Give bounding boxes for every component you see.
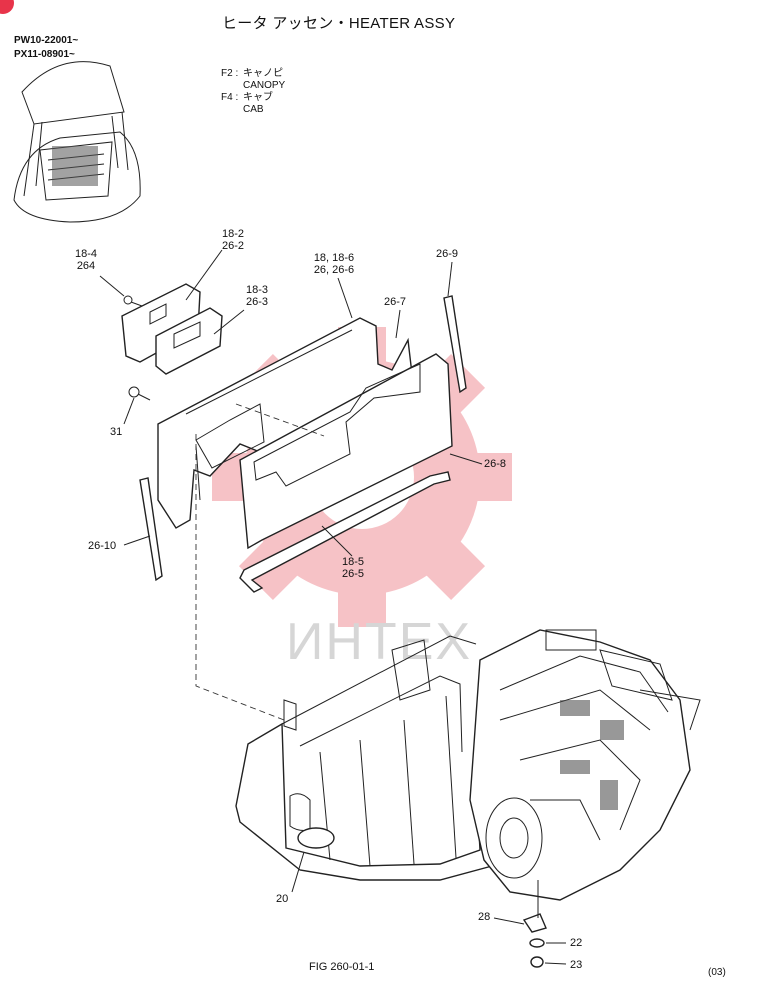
duct-front-26-8 xyxy=(239,353,453,550)
callout-22: 22 xyxy=(570,937,583,949)
corner-badge xyxy=(0,0,14,14)
revision-code: (03) xyxy=(708,967,726,978)
serial-range: PW10-22001~ PX11-08901~ xyxy=(14,34,78,62)
clamp-28 xyxy=(522,880,547,933)
screw-18-4 xyxy=(123,295,143,307)
bolt-31 xyxy=(128,386,151,401)
callout-26-8: 26-8 xyxy=(484,458,507,470)
page-title: ヒータ アッセン・HEATER ASSY xyxy=(222,15,456,32)
callout-26-9: 26-9 xyxy=(436,248,459,260)
strip-26-9 xyxy=(443,295,467,394)
machine-thumbnail xyxy=(13,61,141,223)
callout-26-10: 26-10 xyxy=(88,540,117,552)
pipe-18-5 xyxy=(239,471,451,593)
callout-28: 28 xyxy=(478,911,491,923)
serial-line: PW10-22001~ xyxy=(14,35,79,46)
callout-26-7: 26-7 xyxy=(384,296,407,308)
callout-31: 31 xyxy=(110,426,123,438)
strip-26-10 xyxy=(139,477,163,582)
legend-line: CANOPY xyxy=(243,80,286,91)
figure-number: FIG 260-01-1 xyxy=(309,961,375,973)
legend-line: F2 :キャノピ xyxy=(221,68,283,79)
frame-20 xyxy=(235,635,501,881)
serial-line: PX11-08901~ xyxy=(14,49,75,60)
callout-20: 20 xyxy=(276,893,289,905)
cover-plate-18-3 xyxy=(155,307,223,375)
legend-line: F4 :キャブ xyxy=(221,92,273,103)
callout-23: 23 xyxy=(570,959,583,971)
legend-line: CAB xyxy=(243,104,264,115)
washer-22 xyxy=(529,938,545,948)
engine-block xyxy=(469,629,701,901)
variant-legend: F2 :キャノピ CANOPY F4 :キャブ CAB xyxy=(221,68,285,116)
nut-23 xyxy=(530,956,544,968)
